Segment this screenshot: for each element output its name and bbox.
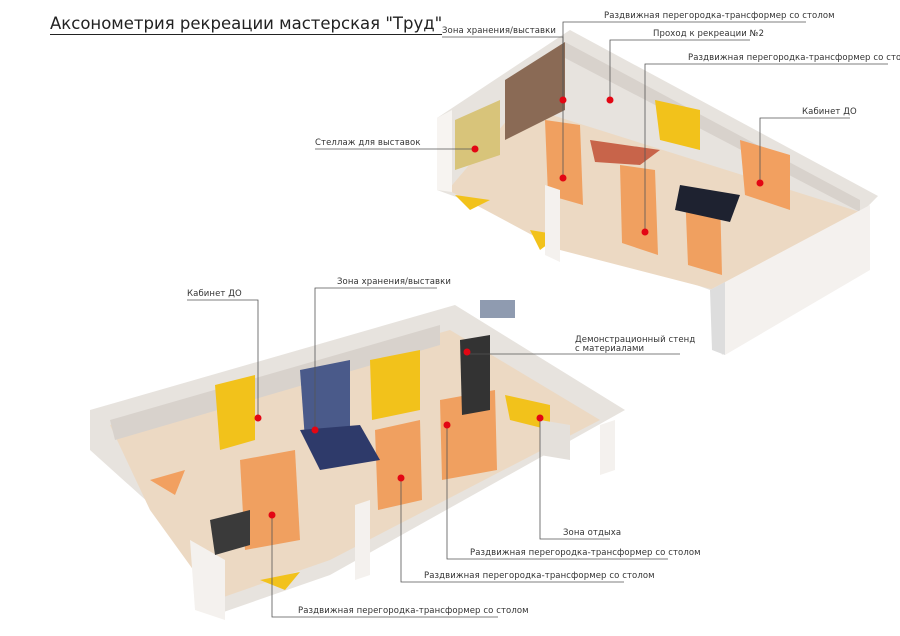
label-lower-partition-3: Раздвижная перегородка-трансформер со ст… (298, 606, 529, 616)
label-upper-storage: Зона хранения/выставки (442, 26, 557, 36)
upper-room (437, 30, 878, 355)
label-lower-stand-line1: Демонстрационный стенд (575, 335, 696, 345)
label-lower-partition-2: Раздвижная перегородка-трансформер со ст… (424, 571, 655, 581)
label-lower-partition-1: Раздвижная перегородка-трансформер со ст… (470, 548, 701, 558)
leader-lines (187, 21, 888, 618)
label-lower-rest: Зона отдыха (563, 528, 622, 538)
label-upper-rack: Стеллаж для выставок (315, 138, 421, 148)
label-upper-cabinet: Кабинет ДО (802, 107, 857, 117)
label-lower-cabinet: Кабинет ДО (187, 289, 242, 299)
lower-room (90, 300, 625, 620)
label-upper-passage: Проход к рекреации №2 (653, 29, 765, 39)
label-lower-storage: Зона хранения/выставки (337, 277, 452, 287)
label-upper-partition-2: Раздвижная перегородка-трансформер со ст… (688, 53, 900, 63)
label-upper-partition-1: Раздвижная перегородка-трансформер со ст… (604, 11, 835, 21)
page-title: Аксонометрия рекреации мастерская "Труд" (50, 14, 443, 35)
label-lower-stand-line2: с материалами (575, 344, 645, 354)
marker-dots (254, 96, 764, 519)
